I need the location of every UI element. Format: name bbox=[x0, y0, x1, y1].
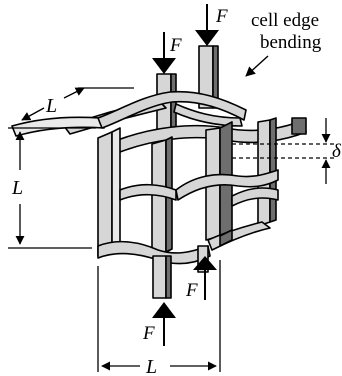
annotation-line-1: cell edge bbox=[251, 10, 319, 31]
top-right-force-arrow bbox=[195, 4, 219, 46]
bottom-left-force-arrow bbox=[152, 302, 176, 346]
top-right-vertical-strut bbox=[198, 45, 219, 109]
front-left-vertical-strut bbox=[151, 136, 173, 257]
deflection-indicator bbox=[232, 118, 334, 184]
depth-length-label: L bbox=[45, 95, 57, 117]
annotation-pointer-arrow bbox=[245, 55, 269, 77]
top-left-force-arrow bbox=[152, 32, 176, 74]
horizontal-length-label: L bbox=[145, 356, 157, 376]
bottom-right-force-arrow bbox=[193, 256, 217, 300]
left-vertical-strut bbox=[97, 127, 121, 257]
vertical-dimension bbox=[8, 127, 96, 249]
deflection-label: δ bbox=[332, 141, 342, 162]
middle-cell-edges-layer bbox=[119, 169, 279, 207]
top-right-force-label: F bbox=[215, 6, 228, 27]
bottom-left-vertical-strut bbox=[152, 255, 172, 299]
vertical-length-label: L bbox=[11, 177, 23, 199]
top-cell-edges-layer bbox=[11, 90, 307, 153]
bottom-cell-edges-layer bbox=[97, 221, 271, 265]
top-left-force-label: F bbox=[169, 35, 182, 56]
bottom-left-force-label: F bbox=[142, 323, 155, 344]
horizontal-dimension bbox=[97, 260, 221, 372]
bottom-right-force-label: F bbox=[185, 280, 198, 301]
annotation-line-2: bending bbox=[260, 32, 322, 53]
depth-dimension bbox=[21, 87, 134, 121]
